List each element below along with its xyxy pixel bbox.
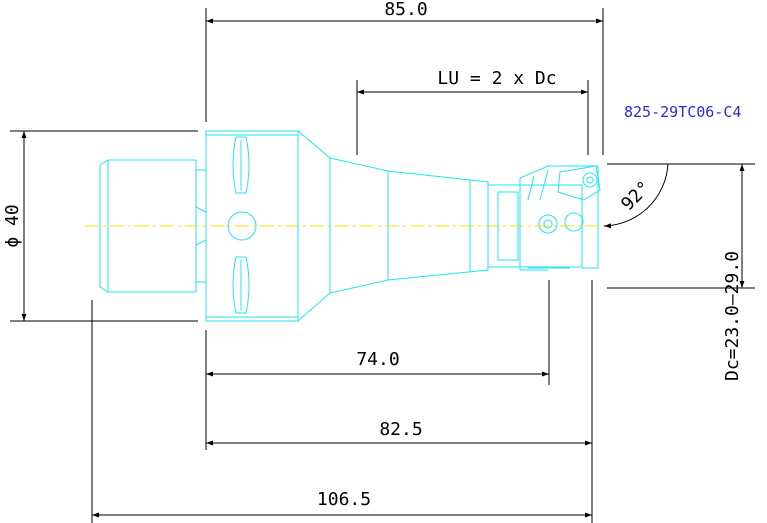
dim-85-label: 85.0 bbox=[384, 0, 427, 20]
dim-dc-label: Dc=23.0–29.0 bbox=[722, 251, 743, 381]
cutting-insert bbox=[527, 165, 601, 201]
extension-lines bbox=[10, 8, 755, 523]
drive-slot-bottom bbox=[232, 256, 250, 314]
part-number-label: 825-29TC06-C4 bbox=[624, 103, 741, 121]
dim-reach-74: 74.0 bbox=[206, 349, 549, 377]
drive-slot-top bbox=[232, 136, 250, 194]
dim-reach-82: 82.5 bbox=[206, 419, 592, 446]
tool-outline bbox=[99, 130, 601, 322]
coolant-hole bbox=[227, 211, 257, 241]
dim-lead-angle: 92° bbox=[603, 163, 669, 229]
dim-angle-label: 92° bbox=[617, 177, 655, 215]
dim-overall-top: 85.0 bbox=[206, 0, 603, 24]
dim-usable-length: LU = 2 x Dc bbox=[357, 68, 588, 95]
dim-cutting-diameter: Dc=23.0–29.0 bbox=[722, 164, 745, 381]
dim-82-label: 82.5 bbox=[379, 419, 422, 440]
dim-lu-label: LU = 2 x Dc bbox=[437, 68, 556, 89]
dim-shank-diameter: ϕ 40 bbox=[2, 131, 27, 321]
dim-74-label: 74.0 bbox=[356, 349, 399, 370]
dim-overall-length: 106.5 bbox=[92, 489, 592, 518]
dim-phi40-label: ϕ 40 bbox=[2, 204, 23, 247]
dim-106-label: 106.5 bbox=[317, 489, 371, 510]
